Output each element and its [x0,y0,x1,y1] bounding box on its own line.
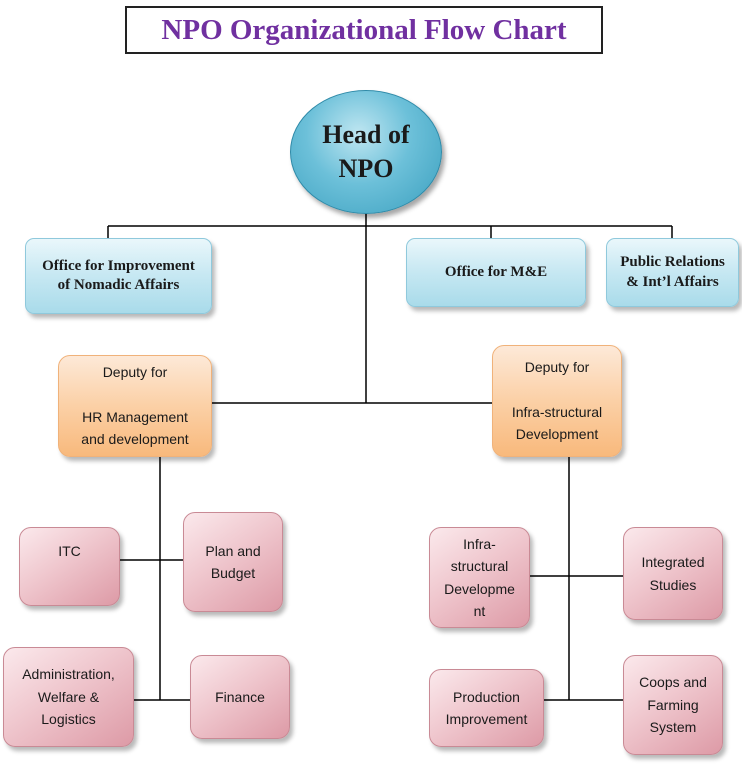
unit-integrated-studies: Integrated Studies [623,527,723,620]
unit-infrastructural-development: Infra- structural Developme nt [429,527,530,628]
chart-title-box: NPO Organizational Flow Chart [125,6,603,54]
office-nomadic-affairs: Office for Improvement of Nomadic Affair… [25,238,212,314]
deputy-infrastructural-development: Deputy for Infra-structural Development [492,345,622,457]
unit-plan-and-budget: Plan and Budget [183,512,283,612]
unit-itc: ITC [19,527,120,606]
chart-title: NPO Organizational Flow Chart [161,13,567,46]
office-public-relations: Public Relations & Int’l Affairs [606,238,739,307]
unit-finance: Finance [190,655,290,739]
unit-coops-and-farming-system: Coops and Farming System [623,655,723,755]
unit-production-improvement: Production Improvement [429,669,544,747]
office-me: Office for M&E [406,238,586,307]
head-of-npo-node: Head of NPO [290,90,442,214]
deputy-hr-management: Deputy for HR Management and development [58,355,212,457]
unit-administration-welfare-logistics: Administration, Welfare & Logistics [3,647,134,747]
